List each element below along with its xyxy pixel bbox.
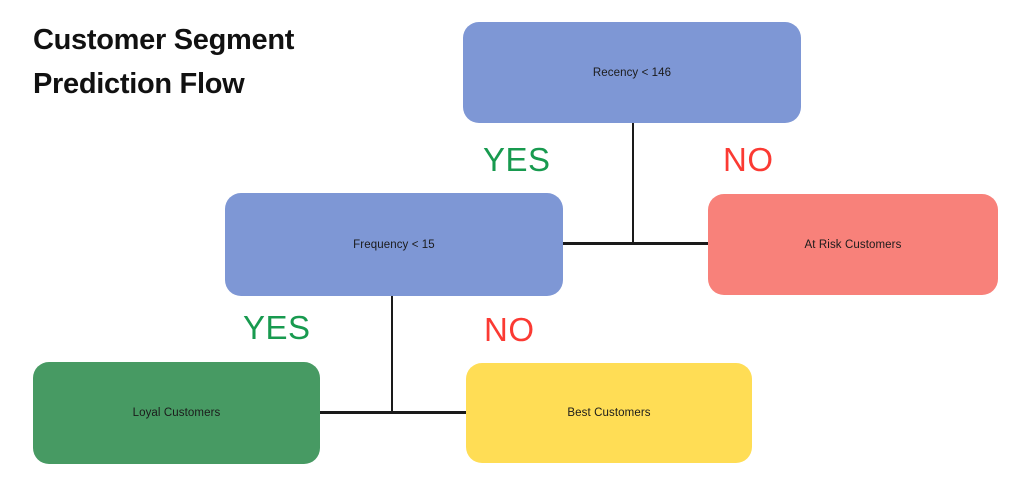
connector-recency-stem: [632, 123, 634, 243]
connector-frequency-branch: [320, 411, 466, 414]
node-frequency: Frequency < 15: [225, 193, 563, 296]
node-best-customers-label: Best Customers: [567, 407, 651, 419]
node-recency-label: Recency < 146: [592, 66, 672, 79]
connector-recency-branch: [563, 242, 708, 245]
title-line-1: Customer Segment: [33, 24, 295, 56]
node-recency: Recency < 146: [463, 22, 801, 123]
node-best-customers: Best Customers: [466, 363, 752, 463]
node-loyal-customers-label: Loyal Customers: [132, 407, 221, 419]
diagram-title: Customer Segment Prediction Flow: [33, 18, 294, 106]
edge-label-recency-no: NO: [723, 141, 774, 178]
node-at-risk-customers: At Risk Customers: [708, 194, 998, 295]
edge-label-frequency-yes: YES: [243, 309, 311, 346]
node-at-risk-customers-label: At Risk Customers: [804, 238, 902, 251]
edge-label-frequency-no: NO: [484, 311, 535, 348]
title-line-2: Prediction Flow: [33, 68, 245, 100]
node-frequency-label: Frequency < 15: [353, 238, 435, 251]
edge-label-recency-yes: YES: [483, 141, 551, 178]
connector-frequency-stem: [391, 296, 393, 412]
node-loyal-customers: Loyal Customers: [33, 362, 320, 464]
